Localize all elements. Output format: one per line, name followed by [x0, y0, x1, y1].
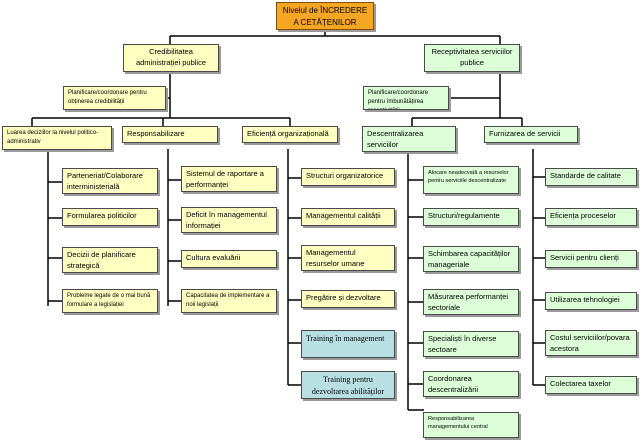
node-item: Standarde de calitate [545, 168, 637, 186]
node-item: Coordonarea descentralizării [423, 371, 519, 397]
node-item-label: Standarde de calitate [550, 171, 621, 180]
node-item: Schimbarea capacităților manageriale [423, 246, 519, 272]
node-item: Colectarea taxelor [545, 376, 637, 394]
node-item: Capacitatea de implementare a noii legis… [181, 289, 277, 313]
node-item-label: Cultura evaluării [186, 253, 241, 262]
node-item: Cultura evaluării [181, 250, 277, 268]
node-item-label: Structuri organizatorice [306, 171, 384, 180]
node-item-label: Formularea politicilor [67, 211, 137, 220]
left-planning-node: Planificare/coordonare pentru obținerea … [63, 86, 166, 110]
node-item-label: Capacitatea de implementare a noii legis… [186, 293, 270, 308]
node-item-label: Alocare neadecvată a resurselor pentru s… [428, 170, 509, 185]
left-branch-node: Credibilitatea administrației publice [123, 44, 219, 72]
col-header-label: Descentralizarea serviciilor [367, 129, 424, 149]
col-header-label: Luarea deciziilor la nivelul politico-ad… [7, 130, 99, 145]
node-item-label: Utilizarea tehnologiei [550, 295, 620, 304]
node-item: Costul serviciilor/povara acestora [545, 330, 637, 356]
node-item-label: Managementul calității [306, 211, 381, 220]
node-item-label: Decizii de planificare strategică [67, 250, 136, 270]
node-item: Servicii pentru clienți [545, 250, 637, 268]
node-item-label: Eficiența proceselor [550, 211, 616, 220]
node-item-label: Costul serviciilor/povara acestora [550, 333, 630, 353]
col-header-furnizare: Furnizarea de servicii [484, 126, 578, 143]
node-item-label: Schimbarea capacităților manageriale [428, 249, 511, 269]
node-item: Structuri organizatorice [301, 168, 395, 186]
col-header-label: Furnizarea de servicii [489, 129, 561, 138]
node-item: Formularea politicilor [62, 208, 158, 226]
node-item: Specialiști în diverse sectoare [423, 331, 519, 357]
node-item-label: Managementul resurselor umane [306, 248, 365, 268]
right-branch-label: Receptivitatea serviciilor publice [431, 47, 513, 67]
node-item-label: Sistemul de raportare a performanței [186, 169, 264, 189]
node-item: Deficit în managementul informației [181, 207, 277, 233]
node-item-label: Responsabilizarea managementului central [428, 416, 488, 431]
node-item-label: Pregătire și dezvoltare [306, 293, 381, 302]
node-item: Eficiența proceselor [545, 208, 637, 226]
root-node-label: Nivelul de ÎNCREDERE A CETĂȚENILOR [282, 6, 368, 27]
node-item: Alocare neadecvată a resurselor pentru s… [423, 166, 519, 194]
node-item-label: Măsurarea performanței sectoriale [428, 292, 509, 312]
node-item-label: Parteneriat/Colaborare interministerială [67, 171, 143, 191]
node-item: Utilizarea tehnologiei [545, 292, 637, 310]
node-item-label: Specialiști în diverse sectoare [428, 334, 497, 354]
left-planning-label: Planificare/coordonare pentru obținerea … [68, 90, 147, 105]
node-item: Pregătire și dezvoltare [301, 290, 395, 308]
node-item-label: Coordonarea descentralizării [428, 374, 479, 394]
node-item: Structuri/regulamente [423, 208, 519, 226]
training-item-label: Training în management [306, 334, 385, 343]
col-header-responsabilizare: Responsabilizare [122, 126, 218, 143]
node-item-label: Structuri/regulamente [428, 211, 500, 220]
left-branch-label: Credibilitatea administrației publice [135, 47, 207, 67]
col-header-descentralizare: Descentralizarea serviciilor [362, 126, 456, 152]
node-item: Managementul resurselor umane [301, 245, 395, 271]
right-branch-node: Receptivitatea serviciilor publice [424, 44, 520, 72]
col-header-label: Responsabilizare [127, 129, 185, 138]
training-item-label: Training pentru dezvoltarea abilităților [311, 375, 385, 396]
node-item-label: Probleme legate de o mai bună formulare … [67, 293, 151, 308]
training-item: Training pentru dezvoltarea abilităților [301, 371, 395, 399]
node-item: Decizii de planificare strategică [62, 247, 158, 273]
right-planning-node: Planificare/coordonare pentru îmbunătăți… [363, 86, 449, 110]
training-item: Training în management [301, 330, 395, 358]
node-item: Sistemul de raportare a performanței [181, 166, 277, 192]
node-item: Managementul calității [301, 208, 395, 226]
node-item: Măsurarea performanței sectoriale [423, 289, 519, 315]
right-planning-label: Planificare/coordonare pentru îmbunătăți… [368, 90, 429, 109]
node-item-label: Servicii pentru clienți [550, 253, 619, 262]
col-header-label: Eficiență organizațională [247, 129, 329, 138]
node-item: Responsabilizarea managementului central [423, 412, 519, 438]
node-item: Probleme legate de o mai bună formulare … [62, 289, 158, 313]
col-header-decisions: Luarea deciziilor la nivelul politico-ad… [2, 126, 112, 150]
root-node: Nivelul de ÎNCREDERE A CETĂȚENILOR [276, 2, 374, 30]
node-item-label: Deficit în managementul informației [186, 210, 267, 230]
node-item-label: Colectarea taxelor [550, 379, 611, 388]
col-header-eficienta: Eficiență organizațională [242, 126, 338, 143]
node-item: Parteneriat/Colaborare interministerială [62, 168, 158, 194]
